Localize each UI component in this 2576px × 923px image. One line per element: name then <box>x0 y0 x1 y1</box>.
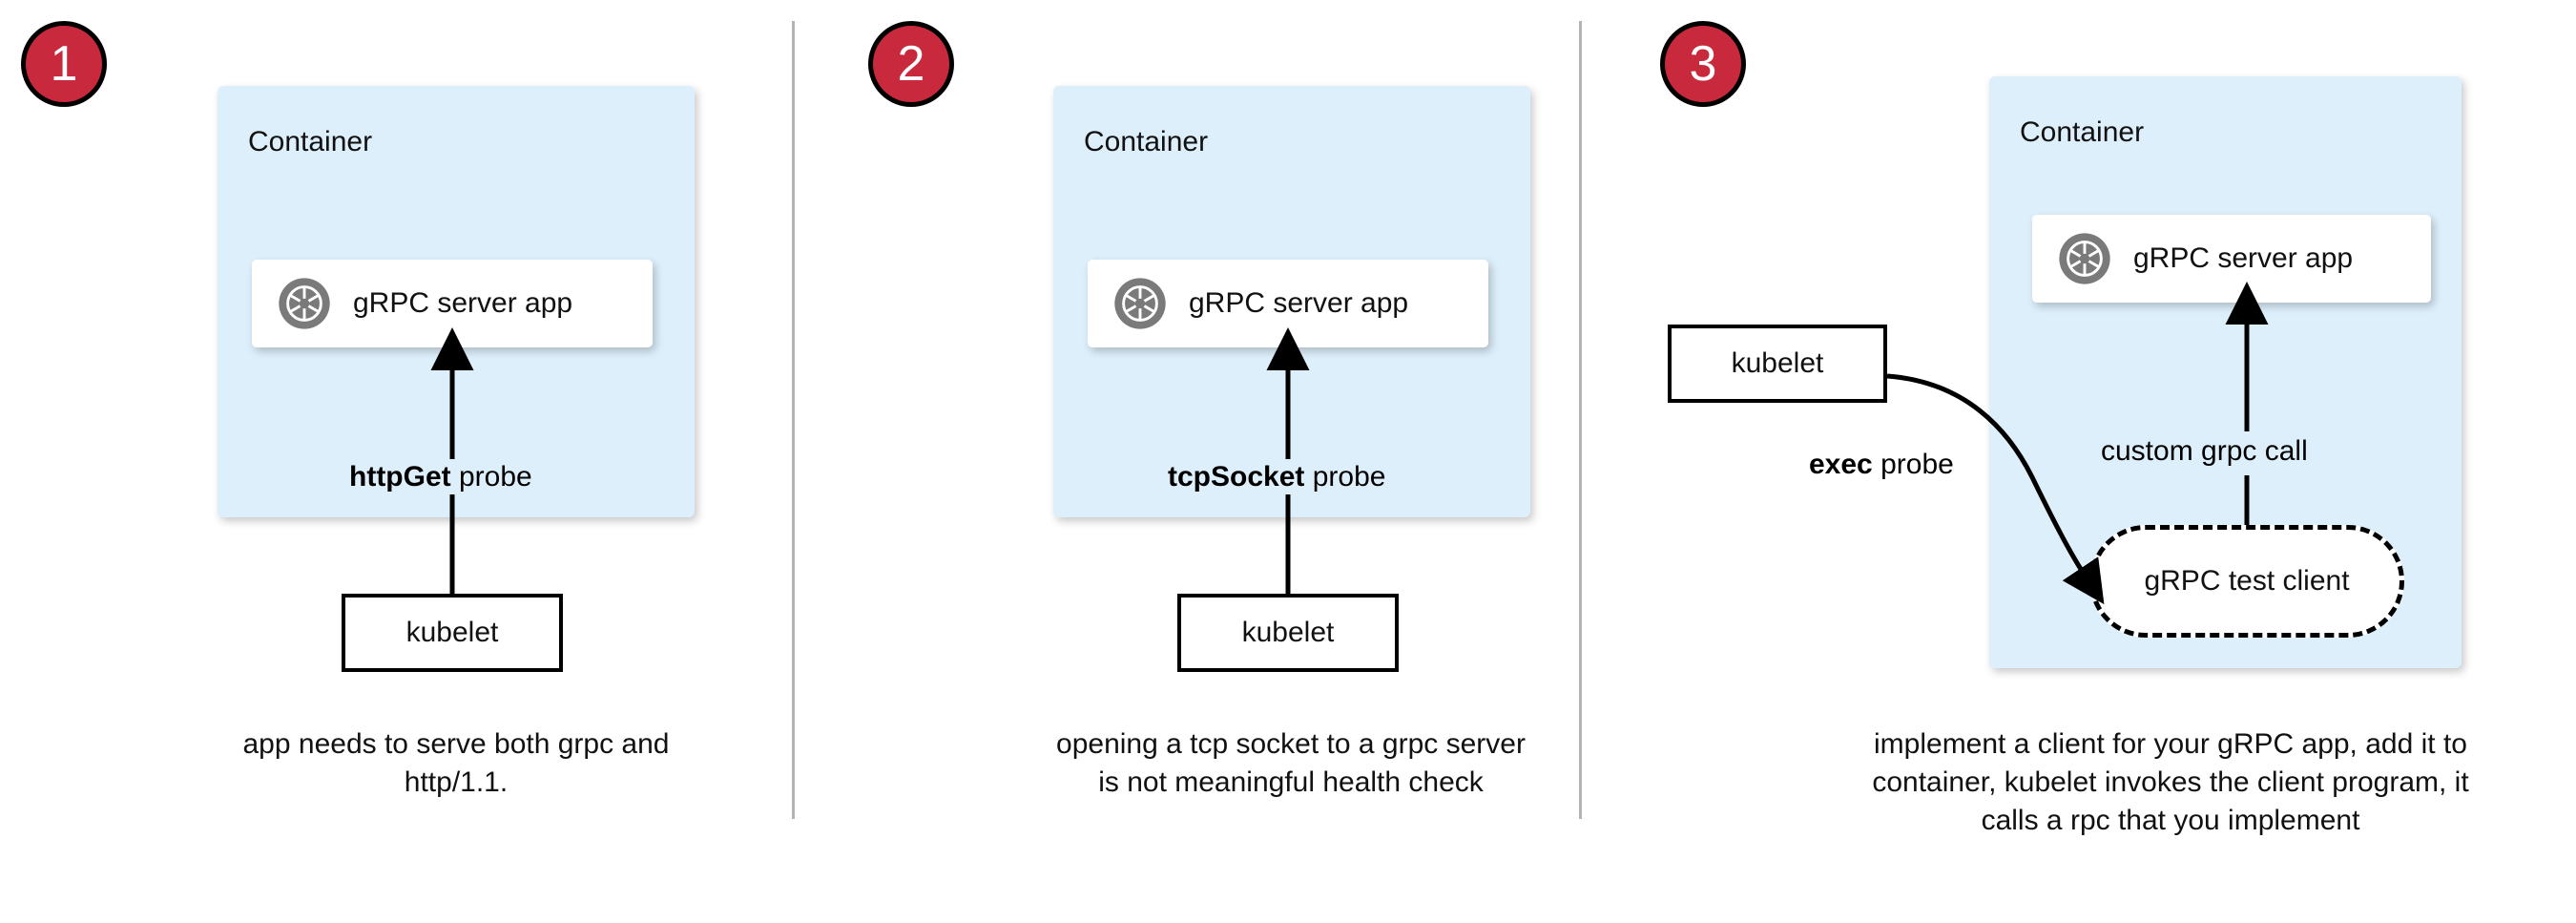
grpc-server-app-label-3: gRPC server app <box>2133 242 2354 274</box>
step-badge-3: 3 <box>1660 21 1746 107</box>
step-badge-2: 2 <box>868 21 954 107</box>
step-badge-number: 1 <box>50 36 78 92</box>
exec-probe-label: exec probe <box>1803 447 1960 482</box>
grpc-test-client-label: gRPC test client <box>2144 565 2350 597</box>
container-label-1: Container <box>248 126 373 157</box>
step-badge-number: 2 <box>897 36 925 92</box>
step-badge-number: 3 <box>1689 36 1717 92</box>
kubelet-label-2: kubelet <box>1241 617 1335 648</box>
httpget-probe-label: httpGet probe <box>343 459 538 494</box>
grpc-test-client-capsule: gRPC test client <box>2089 525 2404 638</box>
grpc-aperture-icon <box>279 278 330 329</box>
kubelet-label-1: kubelet <box>405 617 499 648</box>
panel-caption-3: implement a client for your gRPC app, ad… <box>1872 728 2469 836</box>
kubelet-box-1: kubelet <box>342 594 563 672</box>
grpc-aperture-icon <box>2059 233 2110 284</box>
custom-grpc-call-label: custom grpc call <box>2095 433 2314 469</box>
panel-caption-2: opening a tcp socket to a grpc server is… <box>1056 728 1526 798</box>
grpc-aperture-icon <box>1114 278 1166 329</box>
tcpsocket-probe-label: tcpSocket probe <box>1162 459 1392 494</box>
panel-divider-1 <box>792 21 795 819</box>
container-label-3: Container <box>2020 116 2145 148</box>
grpc-server-app-card-3: gRPC server app <box>2032 215 2431 303</box>
kubelet-box-2: kubelet <box>1177 594 1399 672</box>
kubelet-label-3: kubelet <box>1731 347 1824 379</box>
grpc-server-app-card-1: gRPC server app <box>252 260 653 347</box>
kubelet-box-3: kubelet <box>1668 325 1887 403</box>
grpc-server-app-label-2: gRPC server app <box>1189 287 1409 319</box>
panel-caption-1: app needs to serve both grpc and http/1.… <box>242 728 670 798</box>
step-badge-1: 1 <box>21 21 107 107</box>
container-label-2: Container <box>1084 126 1209 157</box>
grpc-server-app-card-2: gRPC server app <box>1088 260 1488 347</box>
grpc-server-app-label-1: gRPC server app <box>353 287 573 319</box>
panel-divider-2 <box>1579 21 1582 819</box>
